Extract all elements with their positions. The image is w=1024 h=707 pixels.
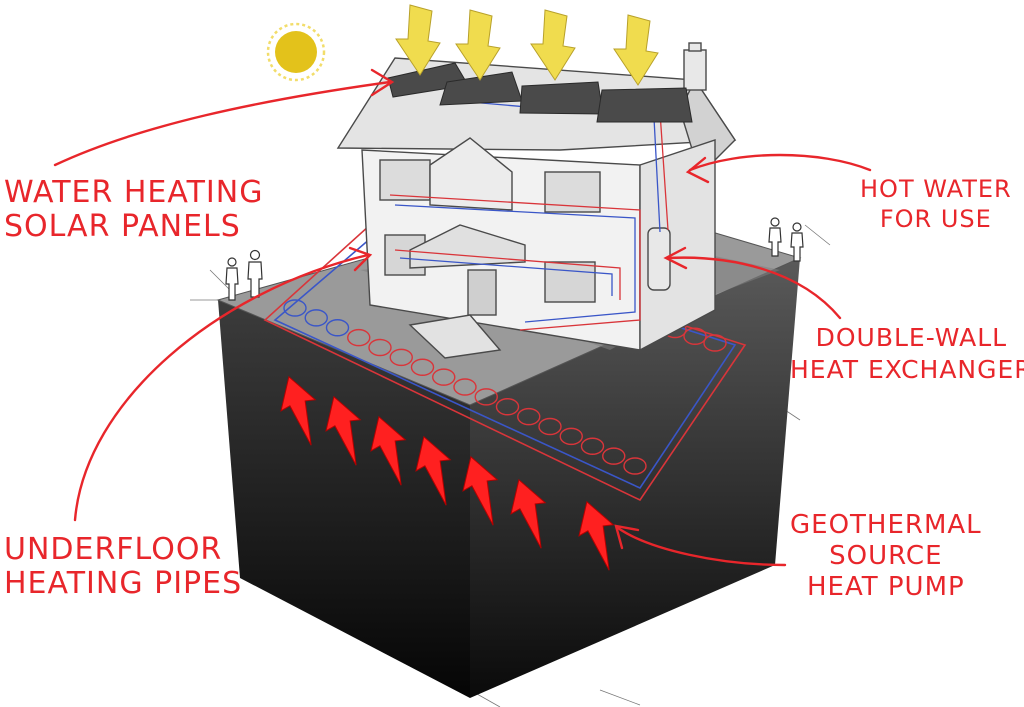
label-line: UNDERFLOOR xyxy=(4,532,223,567)
sun-icon xyxy=(266,22,326,82)
arrowhead xyxy=(614,524,640,550)
pipe-coil xyxy=(368,338,392,357)
people-right xyxy=(768,217,804,262)
pipe-coil xyxy=(580,437,605,455)
pipe-coil xyxy=(389,348,413,367)
solar-radiation-arrow-icon xyxy=(395,4,441,76)
pipe-coil xyxy=(602,447,626,465)
annotation-arrows xyxy=(53,68,872,567)
geothermal-heat-arrows xyxy=(280,375,615,571)
pointer-heat-exchanger xyxy=(666,256,842,320)
label-underfloor-heating-pipes: UNDERFLOOR HEATING PIPES xyxy=(4,533,242,601)
label-line: HEAT EXCHANGER xyxy=(790,355,1024,384)
front-gable xyxy=(429,137,513,211)
pipe-coil xyxy=(703,334,727,352)
label-geothermal-source-heat-pump: GEOTHERMAL SOURCE HEAT PUMP xyxy=(790,510,982,603)
pipe-coil xyxy=(538,417,562,436)
pipe-coil xyxy=(304,309,328,327)
pipe-coil xyxy=(623,457,647,475)
label-hot-water-for-use: HOT WATER FOR USE xyxy=(860,174,1012,234)
sun-rays xyxy=(266,22,326,82)
pointer-solar-panels xyxy=(53,80,392,167)
chimney-cap xyxy=(688,42,702,52)
pipe-coil xyxy=(325,319,350,337)
pipe-coil xyxy=(559,427,583,446)
label-double-wall-heat-exchanger: DOUBLE-WALL HEAT EXCHANGER xyxy=(790,322,1024,386)
solar-radiation-arrow-icon xyxy=(455,9,501,81)
chimney xyxy=(683,49,707,91)
pipe-coil xyxy=(453,378,477,396)
label-line: HEAT PUMP xyxy=(806,572,965,602)
label-line: DOUBLE-WALL xyxy=(815,323,1008,352)
label-line: SOLAR PANELS xyxy=(4,209,241,244)
solar-panel xyxy=(596,87,693,123)
arrowhead xyxy=(663,246,688,270)
porch-roof xyxy=(409,224,526,269)
geothermal-heat-arrow-icon xyxy=(462,455,499,526)
solar-radiation-arrow-icon xyxy=(613,14,659,86)
pointer-hot-water xyxy=(688,153,872,172)
soil-left-face xyxy=(218,300,470,698)
window xyxy=(544,261,596,303)
label-line: HOT WATER xyxy=(860,175,1012,203)
people-left xyxy=(225,249,263,301)
pipe-coil xyxy=(347,328,371,347)
pipe-red xyxy=(389,194,641,331)
pipe-coils-row-1 xyxy=(283,299,647,475)
pointer-underfloor xyxy=(73,253,370,522)
person-icon xyxy=(225,257,239,301)
pipe-blue xyxy=(399,257,613,296)
person-icon xyxy=(790,222,804,262)
geothermal-heat-arrow-icon xyxy=(510,478,547,549)
porch-steps xyxy=(408,314,502,359)
label-line: FOR USE xyxy=(879,205,992,233)
soil-right-face xyxy=(470,258,800,698)
arrowhead xyxy=(348,246,373,272)
sun-disc xyxy=(275,31,317,73)
pipe-outline-red xyxy=(263,224,747,502)
geothermal-heat-arrow-icon xyxy=(415,435,452,506)
pointer-geothermal xyxy=(616,526,787,567)
pipe-coil xyxy=(474,388,498,406)
label-line: WATER HEATING xyxy=(4,175,264,210)
person-icon xyxy=(247,249,263,298)
label-line: GEOTHERMAL xyxy=(790,510,982,540)
pipe-red xyxy=(394,249,621,300)
arrowhead xyxy=(370,68,395,97)
solar-radiation-arrow-icon xyxy=(530,9,576,81)
solar-radiation-arrows xyxy=(395,4,659,86)
pipe-coil xyxy=(517,407,541,426)
pipe-coil xyxy=(410,358,435,376)
front-door xyxy=(467,269,497,316)
geothermal-heat-arrow-icon xyxy=(578,500,615,571)
pipe-coil xyxy=(283,299,307,317)
pipe-blue xyxy=(394,204,636,323)
solar-panels xyxy=(387,62,693,123)
pipe-coil xyxy=(432,368,456,386)
pipe-coil xyxy=(495,398,520,416)
geothermal-heat-arrow-icon xyxy=(280,375,317,446)
label-water-heating-solar-panels: WATER HEATING SOLAR PANELS xyxy=(4,176,263,244)
geothermal-heat-arrow-icon xyxy=(370,415,407,486)
arrowhead xyxy=(685,156,710,184)
label-line: HEATING PIPES xyxy=(4,566,243,601)
label-line: SOURCE xyxy=(829,541,943,571)
pipe-coil xyxy=(683,327,707,345)
person-icon xyxy=(768,217,782,257)
solar-panel xyxy=(519,81,604,115)
geothermal-heat-arrow-icon xyxy=(325,395,362,466)
window xyxy=(379,159,431,201)
